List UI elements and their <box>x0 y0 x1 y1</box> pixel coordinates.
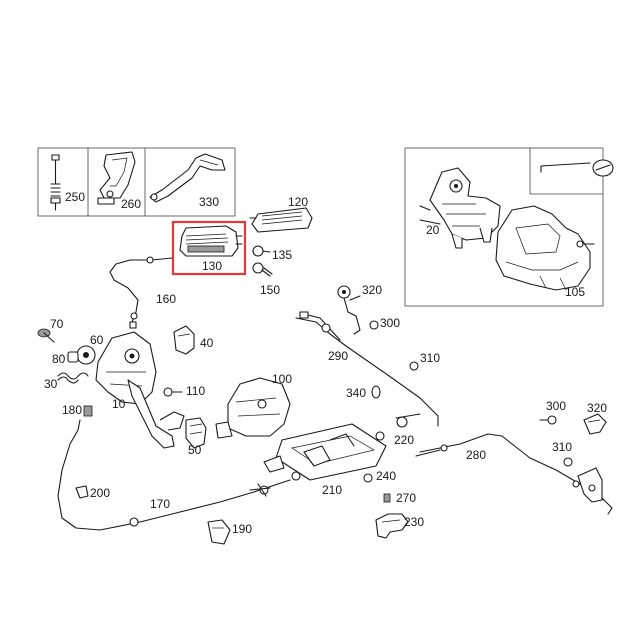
callout-10: 10 <box>112 397 126 411</box>
callout-130: 130 <box>202 259 222 273</box>
callout-170: 170 <box>150 497 170 511</box>
callout-135: 135 <box>272 248 292 262</box>
callout-100: 100 <box>272 372 292 386</box>
callout-120: 120 <box>288 195 308 209</box>
callout-150: 150 <box>260 283 280 297</box>
callout-210: 210 <box>322 483 342 497</box>
detail-panel: 20 105 <box>404 147 614 307</box>
callout-110: 110 <box>186 384 205 398</box>
reference-panels: 250 260 330 <box>37 147 236 217</box>
part-60-pivot[interactable] <box>76 345 96 365</box>
callout-320-lower: 320 <box>587 401 607 415</box>
part-110-screw[interactable] <box>163 387 183 397</box>
part-135-screw[interactable] <box>252 245 271 257</box>
callout-270: 270 <box>396 491 416 505</box>
part-240-nut[interactable] <box>363 473 373 483</box>
callout-180: 180 <box>62 403 82 417</box>
callout-300-upper: 300 <box>380 316 400 330</box>
part-190-retainer[interactable] <box>207 519 231 545</box>
part-320-linkage-lower[interactable] <box>583 413 607 435</box>
callout-200: 200 <box>90 486 110 500</box>
part-20-pedal-assembly[interactable] <box>419 167 501 249</box>
callout-310-upper: 310 <box>420 351 440 365</box>
callout-280: 280 <box>466 448 486 462</box>
callout-250: 250 <box>65 190 85 204</box>
part-105-housing[interactable] <box>495 205 595 291</box>
part-180-clip[interactable] <box>83 405 93 417</box>
callout-330: 330 <box>199 195 219 209</box>
callout-190: 190 <box>232 522 252 536</box>
callout-40: 40 <box>200 336 214 350</box>
detail-handle[interactable] <box>540 159 614 177</box>
part-300-bolt-lower[interactable] <box>539 415 557 425</box>
part-280-cable[interactable] <box>415 433 605 501</box>
part-250-bolt[interactable] <box>50 154 61 211</box>
part-210-lever-housing[interactable] <box>263 423 387 481</box>
part-100-housing[interactable] <box>215 377 291 439</box>
right-pivot-bracket[interactable] <box>577 467 613 515</box>
part-290-cable[interactable] <box>295 311 439 427</box>
part-220-grommet[interactable] <box>395 413 421 428</box>
callout-310-lower: 310 <box>552 440 572 454</box>
callout-50: 50 <box>188 443 202 457</box>
callout-160: 160 <box>156 292 176 306</box>
part-170-cable[interactable] <box>57 419 291 531</box>
part-50-pedal-pad[interactable] <box>185 417 207 449</box>
part-160-cable[interactable] <box>109 256 173 329</box>
callout-290: 290 <box>328 349 348 363</box>
callout-320-upper: 320 <box>362 283 382 297</box>
callout-340: 340 <box>346 386 366 400</box>
part-260-bracket[interactable] <box>97 151 136 205</box>
part-340-grommet[interactable] <box>371 385 381 399</box>
callout-220: 220 <box>394 433 414 447</box>
part-130-module[interactable] <box>179 225 243 257</box>
part-70-knob[interactable] <box>37 328 55 343</box>
reference-frame <box>37 147 236 217</box>
part-300-nut-upper[interactable] <box>369 320 379 330</box>
callout-70: 70 <box>50 317 64 331</box>
part-330-lever[interactable] <box>149 153 226 203</box>
callout-60: 60 <box>90 333 104 347</box>
part-80-bushing[interactable] <box>67 351 79 363</box>
callout-300-lower: 300 <box>546 399 566 413</box>
part-150-bolt[interactable] <box>252 262 273 277</box>
part-310-nut-lower[interactable] <box>563 457 573 467</box>
callout-260: 260 <box>121 197 141 211</box>
callout-105: 105 <box>565 285 585 299</box>
callout-80: 80 <box>52 352 66 366</box>
selected-part-highlight <box>171 220 247 276</box>
part-30-spring[interactable] <box>57 372 89 384</box>
part-270-clip[interactable] <box>383 493 391 503</box>
callout-30: 30 <box>44 377 58 391</box>
callout-20: 20 <box>426 223 440 237</box>
part-10-pedal-bracket[interactable] <box>95 331 185 449</box>
callout-240: 240 <box>376 469 396 483</box>
part-230-bracket[interactable] <box>375 513 409 539</box>
part-120-switch[interactable] <box>249 207 313 233</box>
part-320-linkage-upper[interactable] <box>337 285 361 335</box>
part-40-cap[interactable] <box>173 325 195 355</box>
part-200-clip[interactable] <box>75 485 89 499</box>
callout-230: 230 <box>404 515 424 529</box>
detail-frame <box>404 147 604 307</box>
part-310-nut-upper[interactable] <box>409 361 419 371</box>
